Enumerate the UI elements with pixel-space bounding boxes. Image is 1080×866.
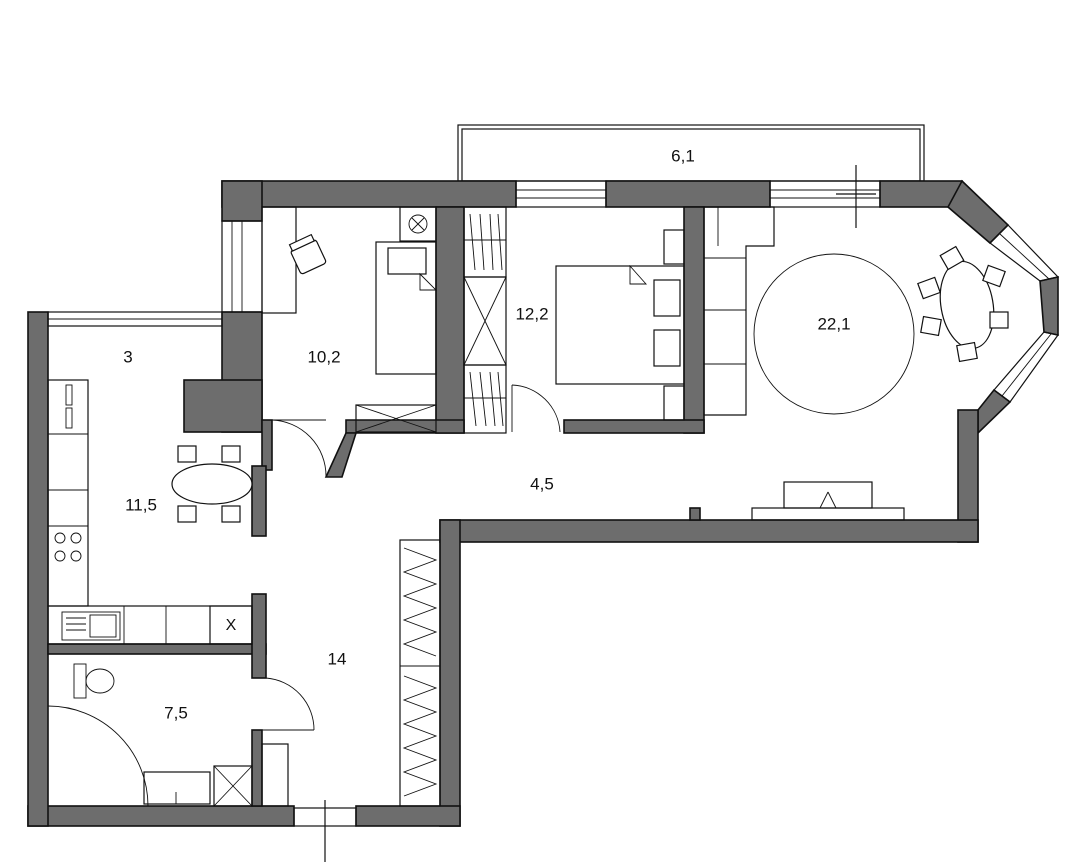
area-kitchen: 11,5 (125, 495, 157, 514)
area-corridor: 4,5 (530, 474, 554, 493)
area-hall: 14 (328, 649, 347, 668)
area-bedroom: 12,2 (515, 304, 548, 323)
toilet-icon (73, 663, 115, 699)
area-loggia: 3 (123, 347, 132, 366)
walls (27, 179, 1059, 827)
office-chair-icon (288, 233, 327, 275)
round-rug (753, 253, 915, 415)
area-labels: 6,1 3 10,2 12,2 22,1 11,5 4,5 14 7,5 (123, 146, 850, 722)
dining-chair-icon (221, 505, 241, 523)
stove-icon (54, 532, 82, 562)
dining-chair-icon (221, 445, 241, 463)
dining-chair-icon (177, 505, 197, 523)
bedroom-furniture (463, 206, 685, 434)
living-room-furniture (703, 206, 1009, 521)
hall-wardrobe (399, 539, 441, 807)
dining-chair-icon (177, 445, 197, 463)
dining-chair-icon (920, 315, 942, 337)
appliance-mark: X (226, 617, 237, 634)
dining-chair-icon (917, 276, 941, 300)
area-bathroom: 7,5 (164, 703, 188, 722)
sink-icon (61, 611, 121, 641)
area-bedroom-small: 10,2 (307, 347, 340, 366)
small-bedroom-furniture (261, 206, 438, 433)
kitchen-furniture: X (47, 379, 253, 645)
bathroom-furniture (73, 663, 289, 807)
dining-chair-icon (956, 341, 978, 363)
area-living-room: 22,1 (817, 314, 850, 333)
dining-chair-icon (989, 311, 1009, 329)
area-balcony: 6,1 (671, 146, 695, 165)
dining-chair-icon (939, 245, 965, 271)
dining-chair-icon (982, 264, 1006, 288)
windows (47, 165, 1060, 862)
doors (47, 384, 561, 807)
